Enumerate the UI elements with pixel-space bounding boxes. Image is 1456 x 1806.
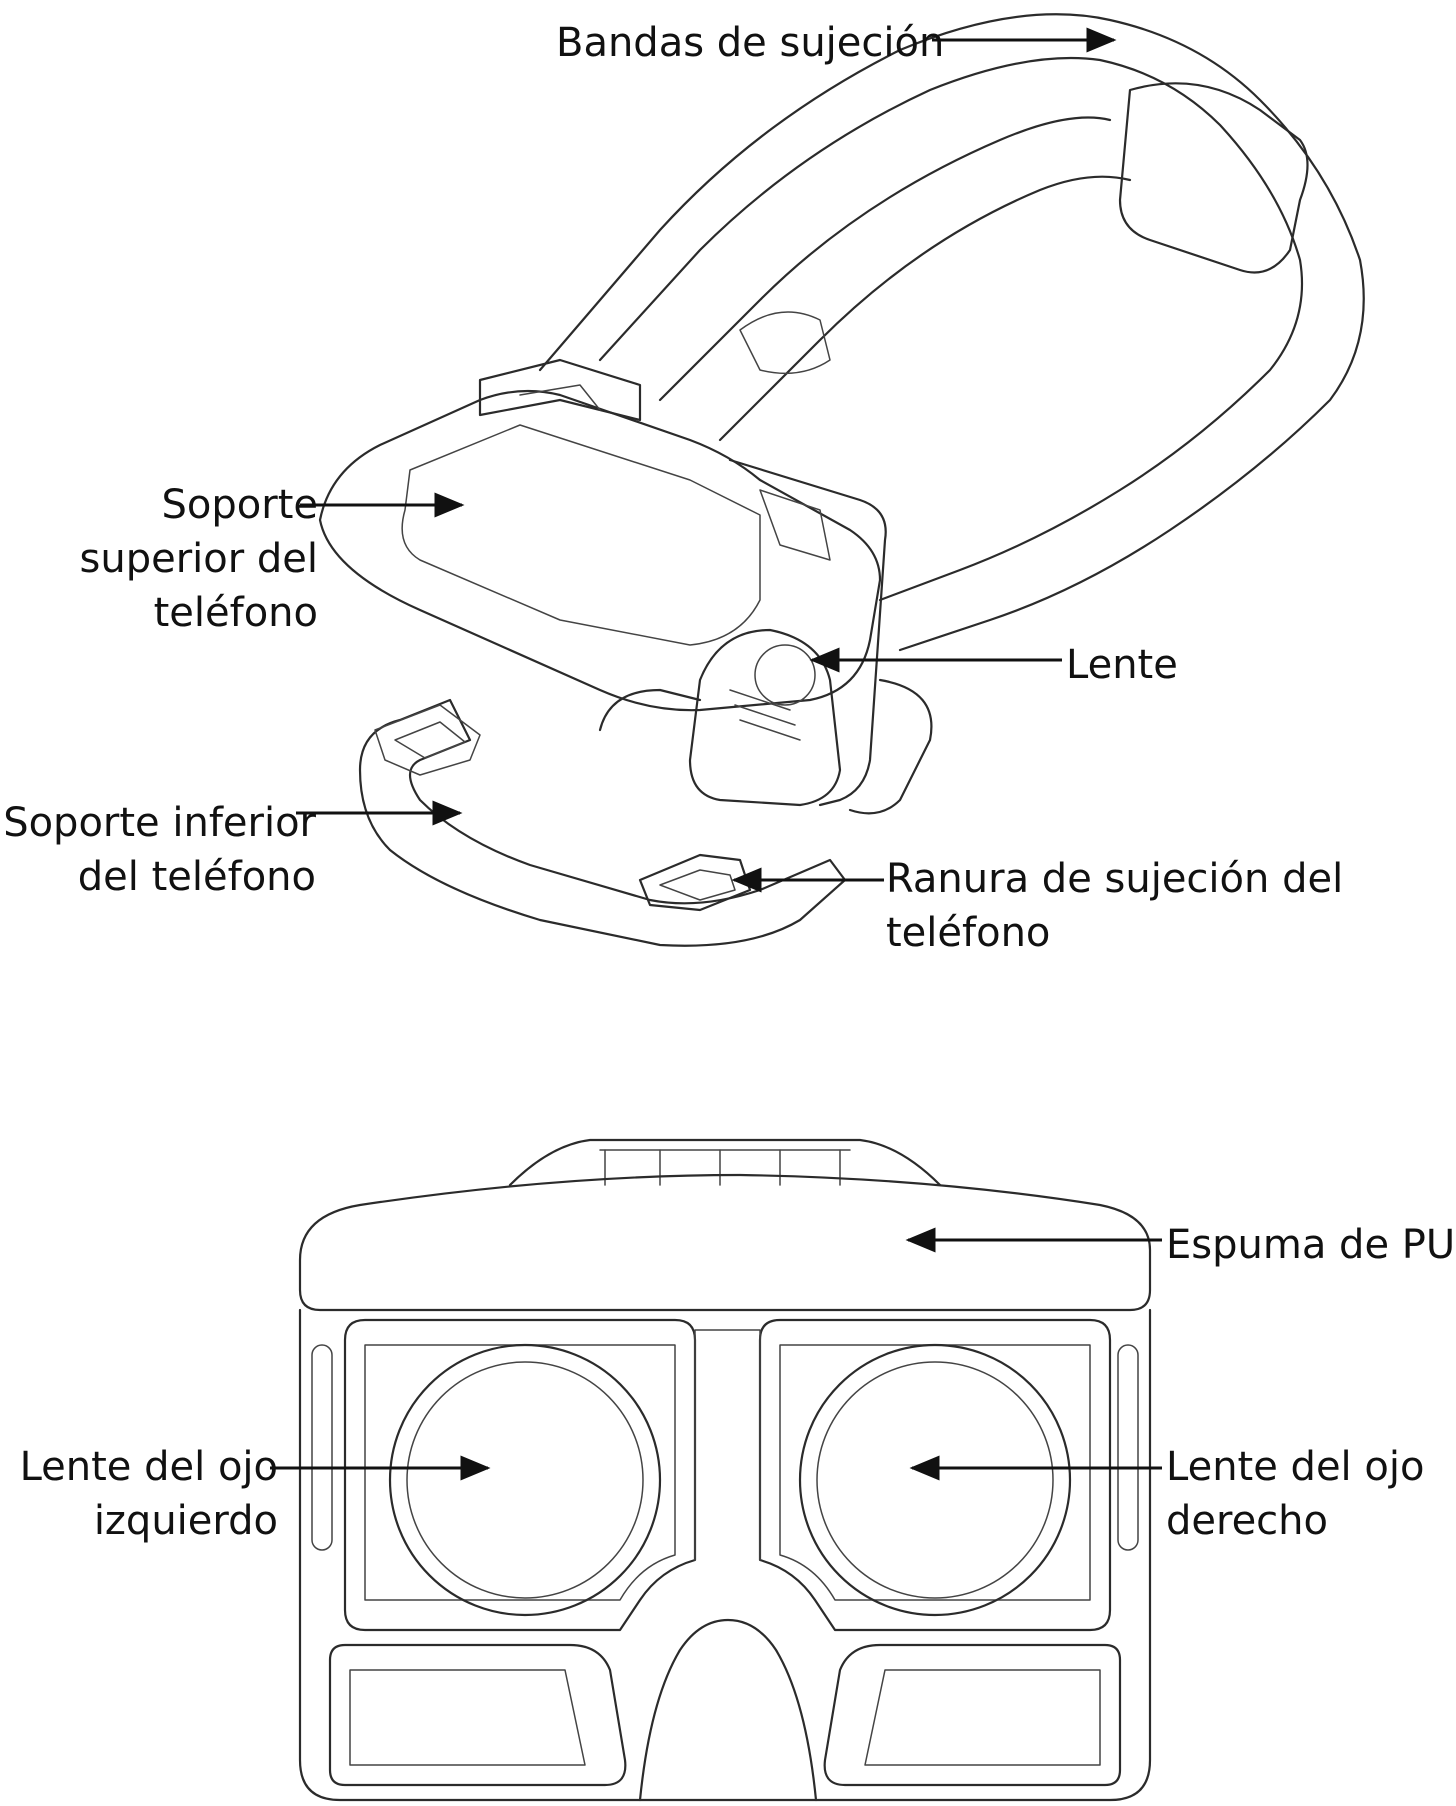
label-line: Soporte inferior — [3, 800, 316, 846]
label-line: izquierdo — [93, 1498, 278, 1544]
label-line: superior del — [79, 536, 319, 582]
left-lens-frame-inner — [364, 1344, 676, 1601]
label-line: Espuma de PU — [1166, 1222, 1456, 1268]
top-phone-holder — [318, 389, 882, 712]
right-lower-vent — [823, 1643, 1122, 1787]
bottom-phone-holder — [358, 698, 847, 947]
right-lens-frame-inner — [779, 1344, 1091, 1601]
head-strap — [538, 13, 1365, 652]
top-strap — [658, 116, 1112, 402]
top-ridge — [508, 1138, 942, 1187]
lens-grille — [729, 689, 801, 741]
label-lente-ojo-derecho: Lente del ojo derecho — [1166, 1440, 1424, 1548]
lens-housing — [688, 628, 842, 807]
right-eye-lens — [798, 1343, 1072, 1617]
label-line: derecho — [1166, 1498, 1328, 1544]
label-bandas-de-sujecion: Bandas de sujeción — [556, 16, 944, 70]
bottom-holder-clip-left — [374, 704, 481, 776]
left-lower-vent — [328, 1643, 627, 1787]
top-vents — [604, 1149, 841, 1186]
left-lower-vent-inner — [349, 1669, 586, 1766]
label-soporte-superior: Soporte superior del teléfono — [80, 478, 319, 640]
side-strap-cushion — [739, 311, 831, 375]
label-line: Lente — [1066, 642, 1178, 688]
center-divider — [694, 1329, 761, 1561]
callout-arrows — [270, 27, 1162, 1481]
right-eye-lens-inner — [816, 1361, 1054, 1599]
left-grip — [311, 1344, 333, 1551]
left-eye-lens — [388, 1343, 662, 1617]
nose-cutout — [638, 1618, 818, 1802]
top-strap-edge — [718, 175, 1132, 442]
label-line: teléfono — [153, 590, 318, 636]
label-ranura-de-sujecion: Ranura de sujeción del teléfono — [886, 852, 1343, 960]
rear-pad — [1118, 82, 1309, 274]
label-line: Soporte — [161, 482, 318, 528]
label-line: Lente del ojo — [19, 1444, 278, 1490]
label-lente-ojo-izquierdo: Lente del ojo izquierdo — [20, 1440, 278, 1548]
headset-front-view — [298, 1138, 1152, 1802]
label-soporte-inferior: Soporte inferior del teléfono — [3, 796, 316, 904]
right-grip — [1117, 1344, 1139, 1551]
right-lower-vent-inner — [864, 1669, 1101, 1766]
top-latch-slot — [519, 384, 601, 411]
label-line: teléfono — [886, 910, 1051, 956]
bottom-holder-clip-left-inner — [394, 721, 466, 759]
lens — [754, 644, 816, 706]
label-line: Ranura de sujeción del — [886, 856, 1344, 902]
pu-foam — [298, 1173, 1152, 1312]
label-line: Bandas de sujeción — [556, 20, 945, 66]
face-cushion — [598, 678, 933, 815]
label-lente: Lente — [1066, 638, 1178, 692]
label-espuma-de-pu: Espuma de PU — [1166, 1218, 1455, 1272]
right-lens-frame — [758, 1318, 1112, 1632]
goggle-body — [298, 1308, 1152, 1802]
right-bracket — [728, 458, 887, 807]
head-strap-inner — [598, 56, 1304, 602]
headset-side-view — [318, 13, 1365, 947]
top-holder-panel — [401, 424, 761, 646]
top-latch — [478, 358, 642, 422]
phone-clamp-slot-inner — [659, 869, 736, 901]
label-line: Lente del ojo — [1166, 1444, 1425, 1490]
left-eye-lens-inner — [406, 1361, 644, 1599]
label-line: del teléfono — [77, 854, 316, 900]
right-bracket-slot — [759, 489, 831, 561]
